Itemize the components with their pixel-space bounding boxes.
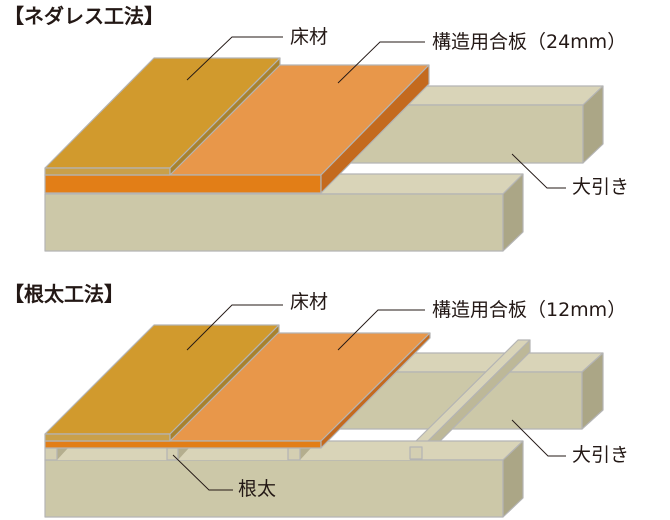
joist-method-title: 【根太工法】: [4, 282, 124, 306]
joist-ends: [44, 446, 423, 461]
flooring-leader-line: [186, 304, 283, 351]
flooring-board: [44, 57, 281, 176]
sleeper-label: 大引き: [572, 444, 630, 466]
sleeper-leader-line: [511, 419, 566, 457]
joist-leader-line: [172, 454, 233, 491]
nedaress-diagram: [44, 36, 604, 252]
joist-label: 根太: [238, 478, 277, 500]
flooring-label: 床材: [290, 26, 329, 48]
flooring-board: [44, 324, 280, 442]
flooring-leader-line: [186, 36, 283, 81]
sleeper-leader-line: [511, 153, 566, 189]
joist-diagram: [44, 304, 604, 518]
plywood-leader-line: [337, 41, 425, 84]
flooring-label: 床材: [290, 291, 329, 313]
plywood-leader-line: [337, 309, 425, 351]
plywood-label: 構造用合板（12mm）: [432, 299, 627, 321]
nedaress-method-title: 【ネダレス工法】: [4, 4, 164, 28]
sleeper-label: 大引き: [572, 176, 630, 198]
plywood-label: 構造用合板（24mm）: [432, 31, 627, 53]
